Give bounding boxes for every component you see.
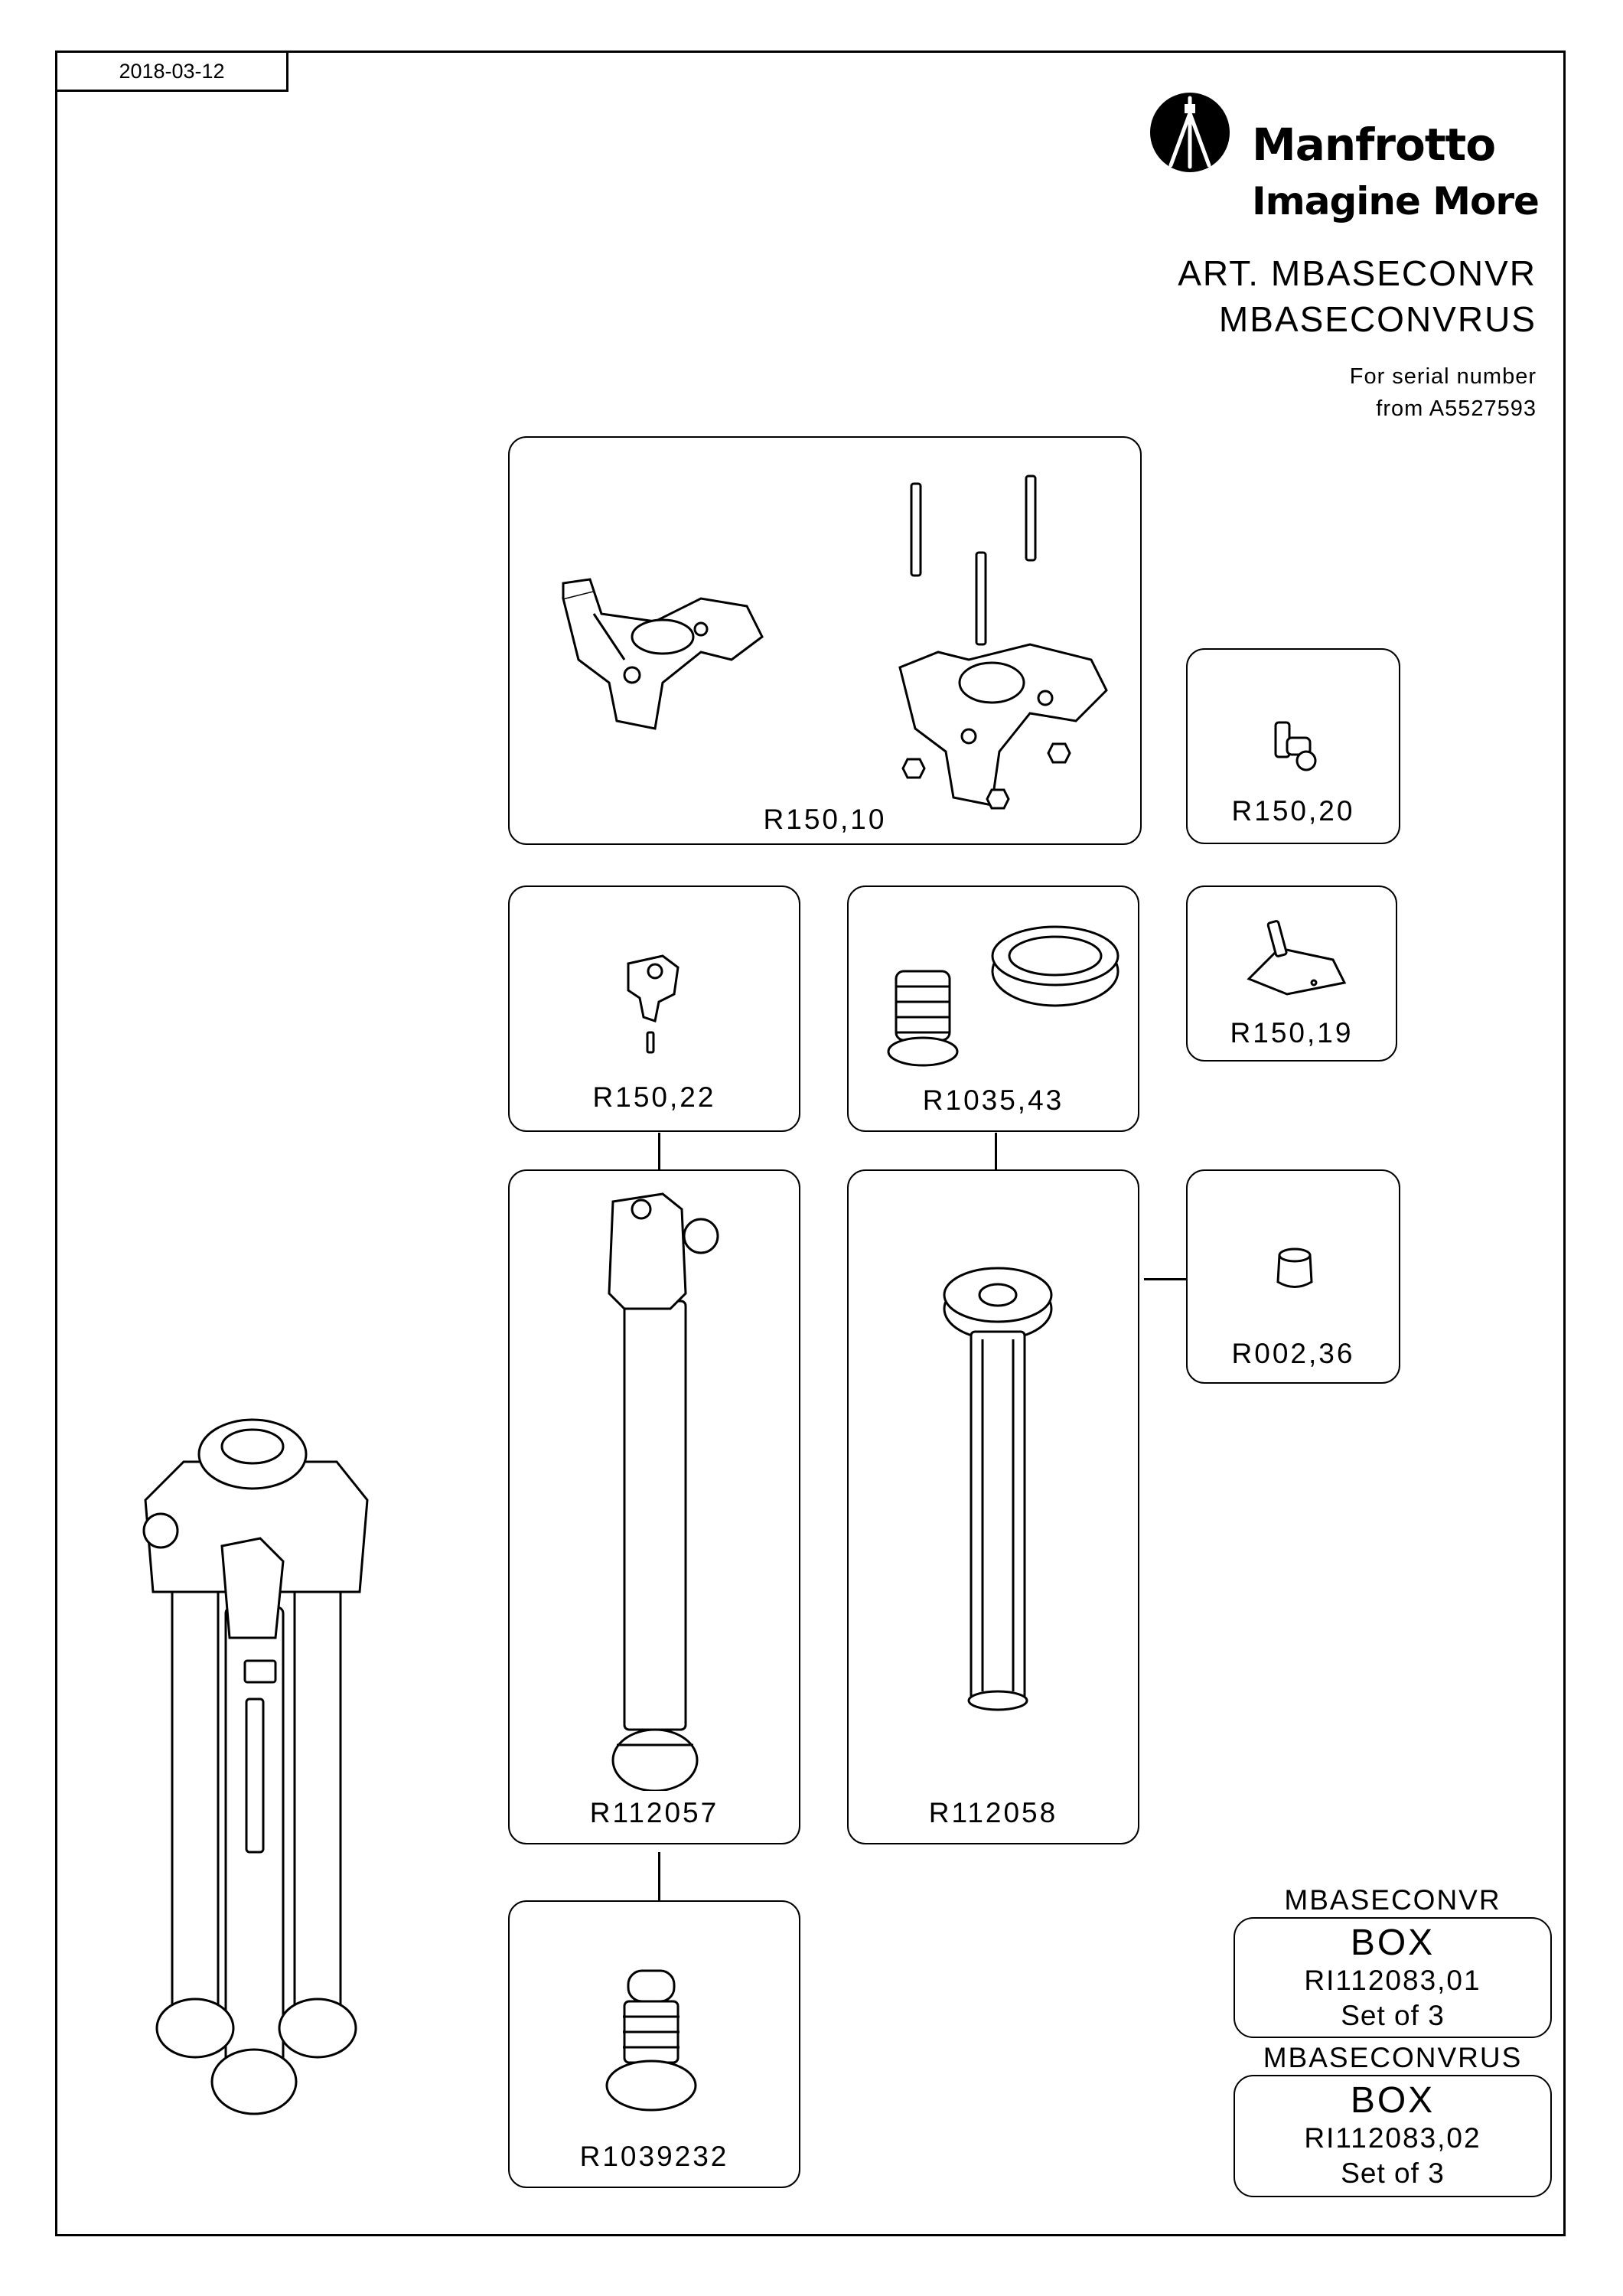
article-line2: MBASECONVRUS <box>1218 299 1537 339</box>
part-box-r150-19: R150,19 <box>1186 885 1397 1062</box>
manfrotto-logo-icon <box>1150 93 1230 172</box>
part-code: R150,22 <box>592 1081 716 1113</box>
part-box-r150-22: R150,22 <box>508 885 800 1132</box>
base-casting-icon <box>562 578 764 730</box>
package-code: RI112083,01 <box>1304 1965 1481 1996</box>
part-box-r002-36: R002,36 <box>1186 1169 1400 1384</box>
lock-lever-icon <box>1274 721 1317 771</box>
part-box-r1039232: R1039232 <box>508 1900 800 2188</box>
brand-tagline: Imagine More <box>1252 179 1540 223</box>
tripod-illustration-icon <box>142 1418 369 2115</box>
page-frame <box>55 51 1566 2236</box>
date-box: 2018-03-12 <box>55 51 288 92</box>
package-box-2: BOX RI112083,02 Set of 3 <box>1234 2075 1552 2197</box>
serial-line2: from A5527593 <box>1376 396 1537 421</box>
connector-line <box>995 1133 997 1179</box>
brand-name: Manfrotto <box>1252 119 1496 171</box>
part-box-r112058: R112058 <box>847 1169 1139 1844</box>
part-box-r150-20: R150,20 <box>1186 648 1400 844</box>
part-code: R150,19 <box>1230 1017 1354 1049</box>
serial-line1: For serial number <box>1349 364 1537 389</box>
article-line1: ART. MBASECONVR <box>1178 253 1537 293</box>
part-code: R112057 <box>589 1797 719 1828</box>
part-code: R150,20 <box>1231 795 1355 827</box>
package-code: RI112083,02 <box>1304 2122 1481 2154</box>
part-box-r112057: R112057 <box>508 1169 800 1844</box>
part-code: R150,10 <box>763 804 887 835</box>
package-box-title: BOX <box>1350 1923 1436 1963</box>
package-qty: Set of 3 <box>1341 2157 1445 2189</box>
part-code: R1039232 <box>579 2141 729 2172</box>
part-box-r1035-43: R1035,43 <box>847 885 1139 1132</box>
part-box-r150-10: R150,10 <box>508 436 1142 845</box>
leg-lock-icon <box>627 954 680 1054</box>
connector-line <box>1144 1278 1190 1280</box>
connector-line <box>658 1133 660 1179</box>
package-box-1: BOX RI112083,01 Set of 3 <box>1234 1917 1552 2038</box>
package-box-title: BOX <box>1350 2080 1436 2121</box>
package-label: MBASECONVRUS <box>1263 2042 1523 2073</box>
center-column-icon <box>608 1192 719 1791</box>
package-qty: Set of 3 <box>1341 2000 1445 2031</box>
part-code: R002,36 <box>1231 1338 1355 1369</box>
connector-line <box>658 1852 660 1903</box>
threaded-insert-icon <box>887 970 959 1067</box>
rubber-foot-icon <box>605 1969 697 2112</box>
spiked-foot-icon <box>1247 920 1347 996</box>
base-assembly-icon <box>898 475 1108 810</box>
package-label: MBASECONVR <box>1284 1884 1501 1916</box>
ring-icon <box>991 925 1119 1007</box>
part-code: R1035,43 <box>922 1084 1064 1116</box>
short-column-icon <box>943 1267 1053 1711</box>
cap-icon <box>1276 1247 1313 1288</box>
part-code: R112058 <box>928 1797 1058 1828</box>
